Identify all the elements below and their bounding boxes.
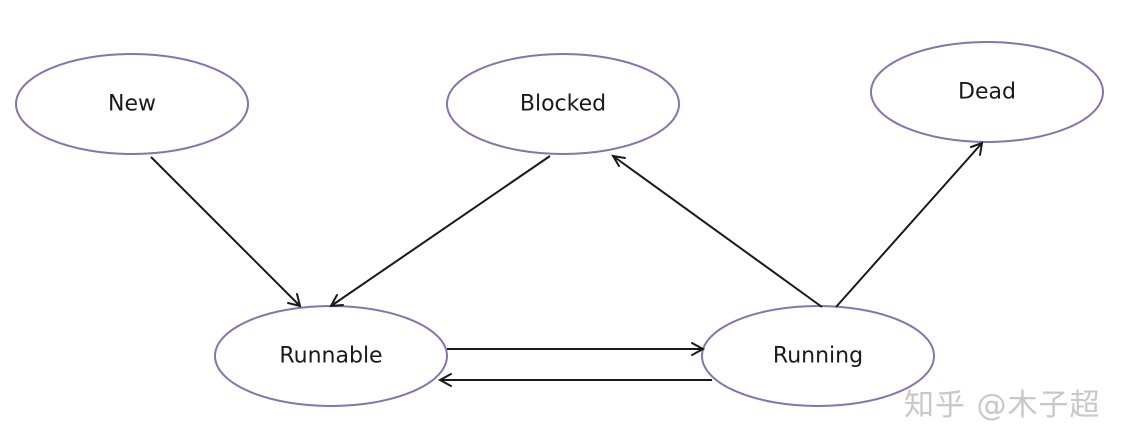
transition-running-to-runnable-arrowhead — [437, 373, 452, 387]
state-node-runnable-label: Runnable — [279, 344, 382, 369]
state-node-dead: Dead — [870, 41, 1104, 143]
transition-runnable-to-running — [447, 342, 706, 356]
transition-running-to-dead-arrowhead — [970, 141, 984, 156]
state-node-running-label: Running — [773, 344, 863, 369]
transition-running-to-dead — [835, 141, 984, 308]
watermark: 知乎 @木子超 — [904, 388, 1101, 423]
state-node-dead-shape — [870, 41, 1104, 143]
state-node-new-shape — [15, 53, 249, 155]
state-node-running-shape — [701, 305, 935, 407]
state-node-dead-label: Dead — [958, 80, 1016, 105]
transition-running-to-runnable — [437, 373, 712, 387]
transition-blocked-to-runnable — [329, 155, 551, 308]
transition-blocked-to-runnable-arrowhead — [329, 294, 344, 308]
state-node-running: Running — [701, 305, 935, 407]
transition-running-to-blocked — [611, 154, 823, 308]
state-node-new-label: New — [108, 92, 156, 117]
transition-running-to-blocked-line — [612, 155, 823, 308]
transition-new-to-runnable — [150, 156, 302, 308]
transition-running-to-blocked-arrowhead — [611, 154, 626, 167]
state-node-blocked: Blocked — [446, 53, 680, 155]
state-node-new: New — [15, 53, 249, 155]
state-node-runnable: Runnable — [214, 305, 448, 407]
state-node-blocked-shape — [446, 53, 680, 155]
transition-blocked-to-runnable-line — [330, 155, 551, 307]
state-node-blocked-label: Blocked — [520, 92, 606, 117]
transition-new-to-runnable-arrowhead — [287, 293, 302, 308]
transition-running-to-dead-line — [835, 142, 983, 308]
transition-new-to-runnable-line — [150, 156, 301, 307]
transition-runnable-to-running-arrowhead — [691, 342, 706, 356]
